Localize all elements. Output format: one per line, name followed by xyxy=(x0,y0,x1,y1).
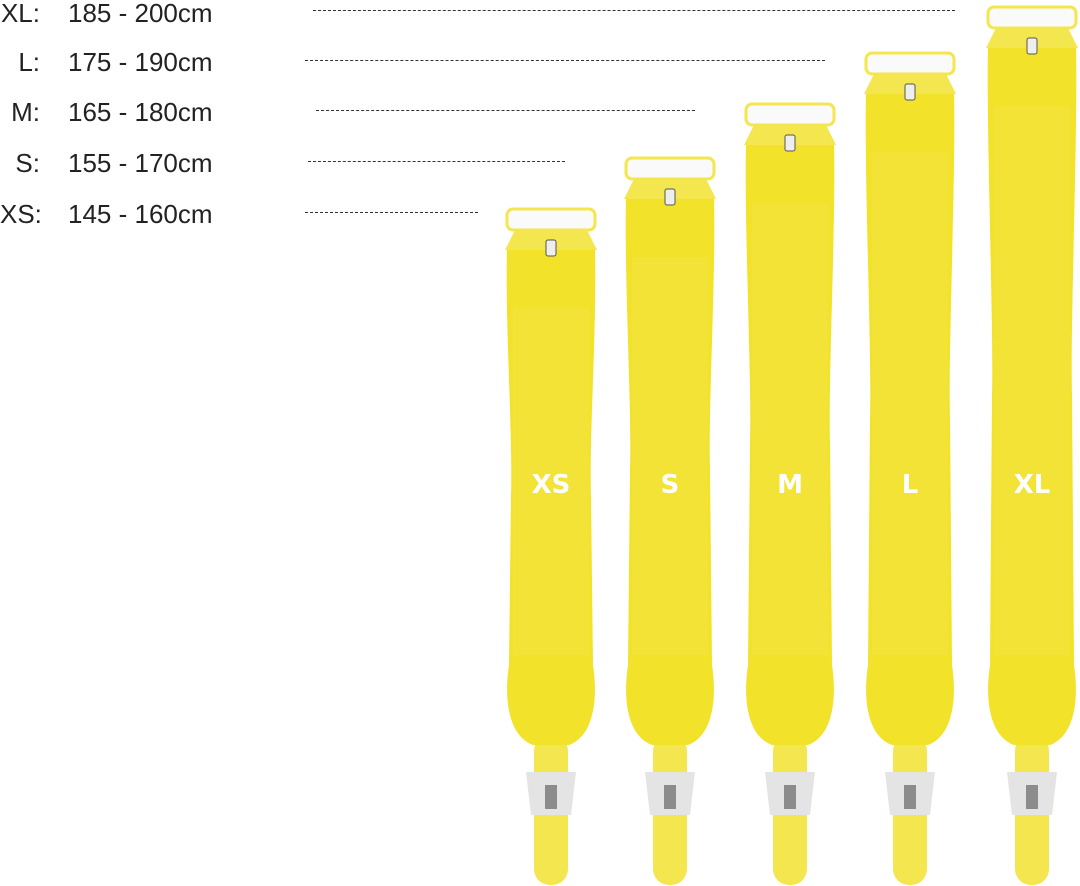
size-label: XL: xyxy=(0,0,40,28)
bag-xl: XL xyxy=(986,5,1078,885)
bag-l: L xyxy=(864,51,956,885)
bag-xs: XS xyxy=(505,207,597,885)
guide-line xyxy=(316,110,695,111)
logo-tag-icon xyxy=(545,239,557,257)
guide-line xyxy=(305,60,825,61)
bag-cap xyxy=(624,156,716,181)
bag-cap xyxy=(744,102,836,127)
bag-shading xyxy=(752,203,828,655)
size-row-xs: XS: 145 - 160cm xyxy=(0,198,213,229)
size-label: S: xyxy=(15,147,40,178)
height-range: 155 - 170cm xyxy=(68,147,213,178)
height-range: 185 - 200cm xyxy=(68,0,213,28)
size-label: M: xyxy=(11,96,40,127)
logo-tag-icon xyxy=(904,83,916,101)
collar-logo-icon xyxy=(784,785,796,809)
logo-tag-icon xyxy=(784,134,796,152)
collar-logo-icon xyxy=(545,785,557,809)
guide-line xyxy=(308,161,565,162)
bag-size-label: L xyxy=(902,470,919,500)
bag-size-label: M xyxy=(777,470,803,500)
bag-body xyxy=(506,248,596,745)
collar-logo-icon xyxy=(664,785,676,809)
bag-m: M xyxy=(744,102,836,885)
guide-line xyxy=(313,10,955,11)
logo-tag-icon xyxy=(664,188,676,206)
size-row-s: S: 155 - 170cm xyxy=(0,147,212,178)
size-label: XS: xyxy=(0,198,42,229)
bag-size-label: XL xyxy=(1014,470,1051,500)
height-range: 145 - 160cm xyxy=(68,198,213,229)
collar-logo-icon xyxy=(1026,785,1038,809)
bag-body xyxy=(865,92,955,745)
size-label: L: xyxy=(18,46,40,77)
bag-shading xyxy=(872,152,948,655)
bag-body xyxy=(745,143,835,745)
height-range: 165 - 180cm xyxy=(68,96,213,127)
bag-shading xyxy=(513,308,589,655)
bag-cap xyxy=(864,51,956,76)
guide-line xyxy=(305,212,478,213)
collar-logo-icon xyxy=(904,785,916,809)
size-row-xl: XL: 185 - 200cm xyxy=(0,0,213,28)
bag-cap xyxy=(505,207,597,232)
bag-s: S xyxy=(624,156,716,885)
size-row-l: L: 175 - 190cm xyxy=(0,46,212,77)
size-row-m: M: 165 - 180cm xyxy=(0,96,212,127)
bag-shading xyxy=(632,257,708,655)
height-range: 175 - 190cm xyxy=(68,46,213,77)
bag-size-label: S xyxy=(661,470,680,500)
bag-shading xyxy=(994,106,1070,655)
bag-size-label: XS xyxy=(532,470,571,500)
bag-body xyxy=(987,46,1077,745)
logo-tag-icon xyxy=(1026,37,1038,55)
bag-body xyxy=(625,197,715,745)
bag-cap xyxy=(986,5,1078,30)
